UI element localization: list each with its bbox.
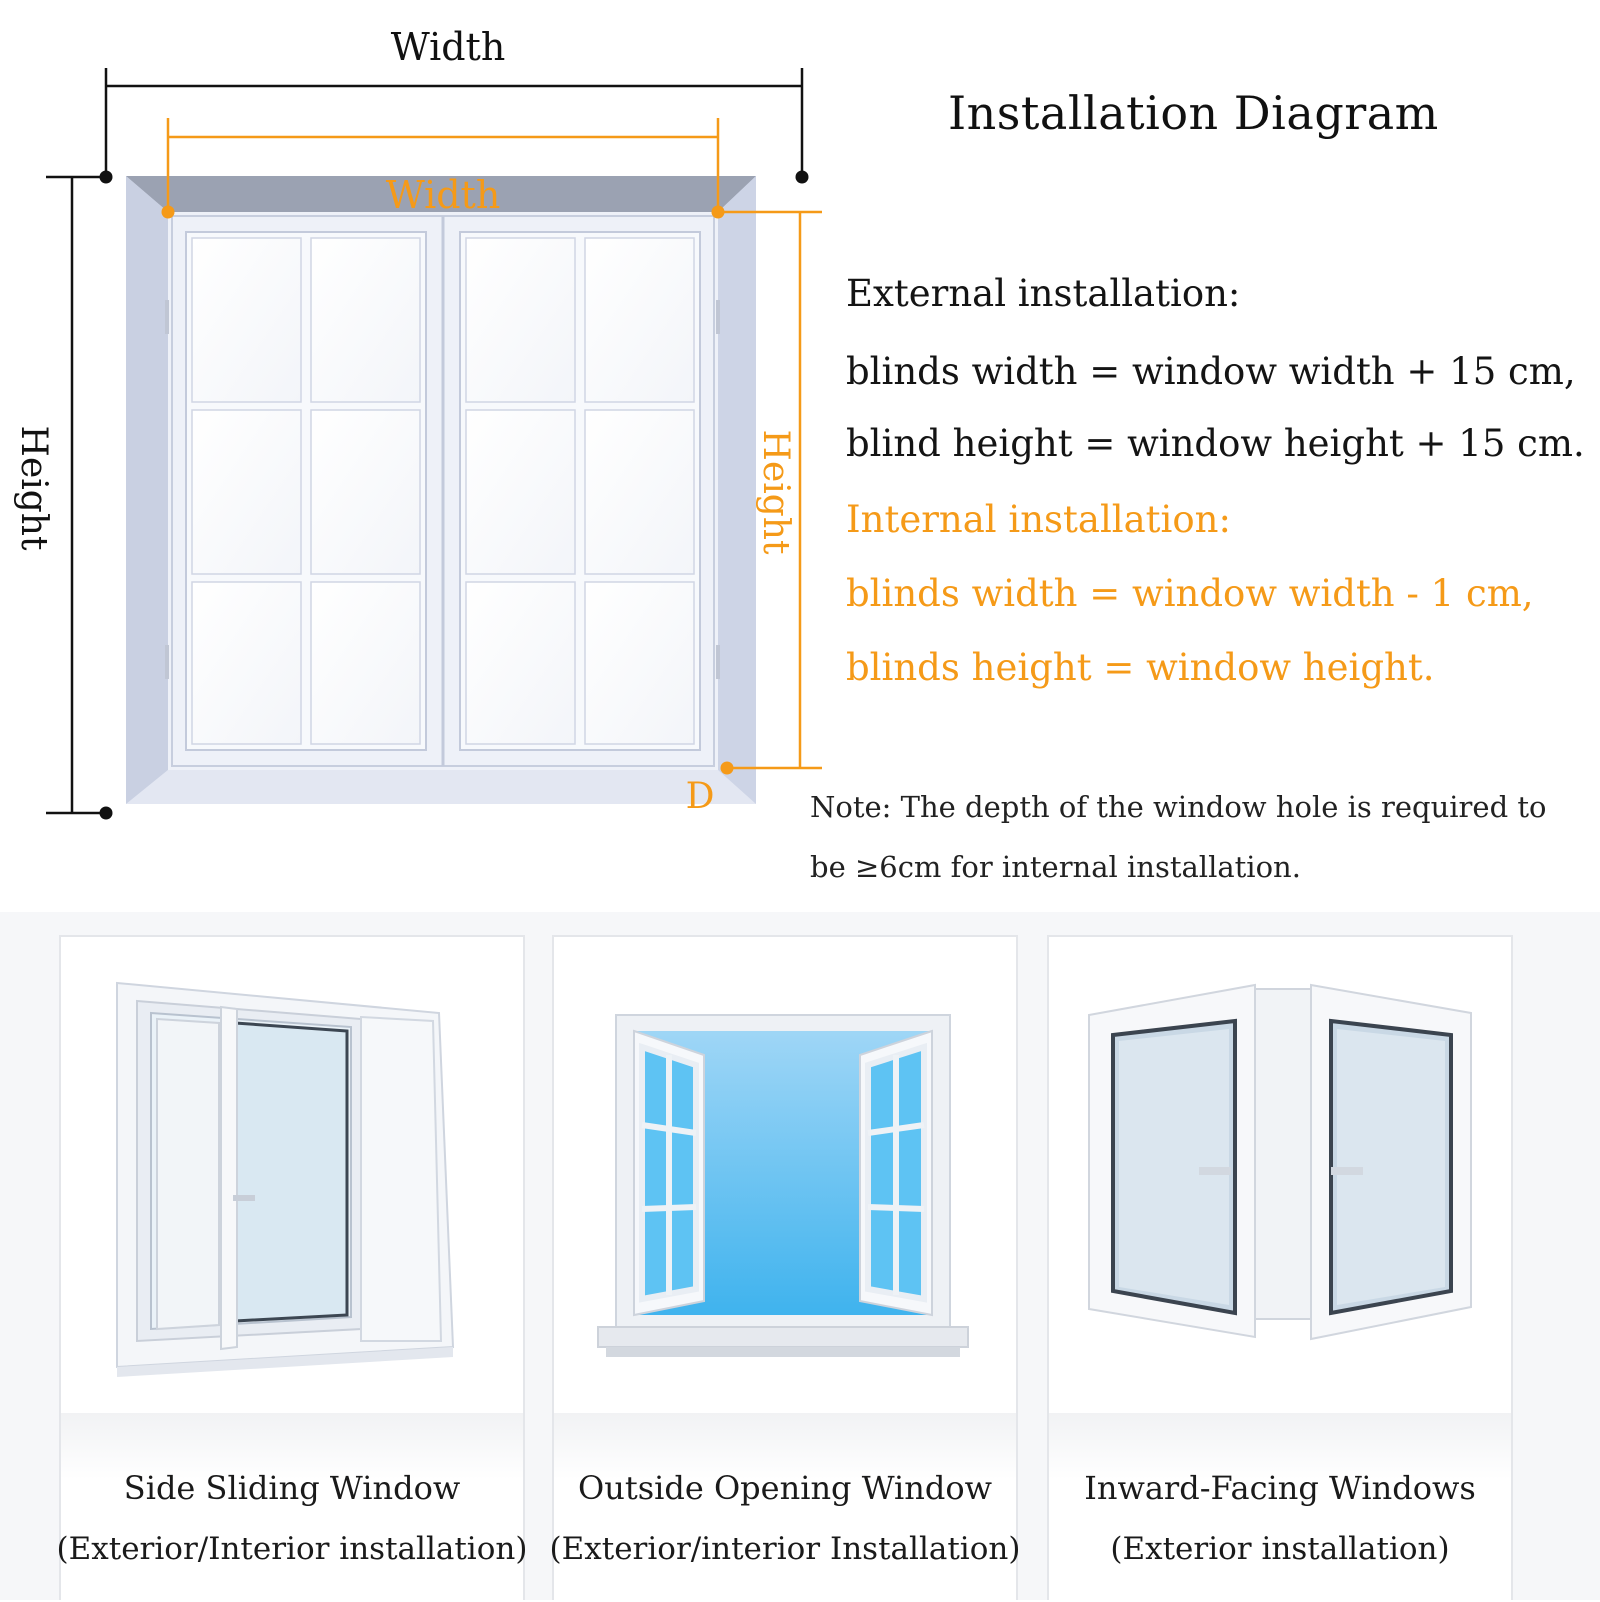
internal-width-label: Width	[386, 173, 501, 217]
internal-height-dimension	[718, 210, 822, 770]
external-width-right-dot	[795, 170, 809, 184]
window-type-card-sliding: Side Sliding Window (Exterior/Interior i…	[57, 935, 527, 1602]
internal-height-formula: blinds height = window height.	[846, 646, 1435, 689]
external-height-dimension	[46, 175, 106, 815]
window-type-title: Outside Opening Window	[577, 1469, 993, 1507]
internal-height-bottom-dot	[720, 761, 734, 775]
window-type-installation: (Exterior/Interior installation)	[56, 1531, 528, 1567]
external-height-bottom-dot	[99, 806, 113, 820]
external-height-formula: blind height = window height + 15 cm.	[846, 422, 1585, 465]
internal-width-formula: blinds width = window width - 1 cm,	[846, 572, 1534, 615]
external-width-label: Width	[391, 25, 506, 69]
window-sash	[165, 212, 720, 770]
window-type-installation: (Exterior/interior Installation)	[549, 1531, 1021, 1567]
internal-height-label: Height	[755, 430, 796, 555]
installation-diagram: Width Height Width Height D	[13, 25, 822, 820]
depth-label: D	[686, 776, 715, 817]
internal-width-dimension	[166, 118, 720, 212]
window-type-card-outside-opening: Outside Opening Window (Exterior/interio…	[550, 935, 1020, 1602]
window-type-title: Side Sliding Window	[123, 1469, 461, 1507]
window-type-card-inward-facing: Inward-Facing Windows (Exterior installa…	[1047, 935, 1513, 1602]
inward-casement-window-icon	[1088, 983, 1472, 1341]
caption-area	[61, 1413, 523, 1602]
diagram-title: Installation Diagram	[948, 86, 1439, 140]
depth-note-line-1: Note: The depth of the window hole is re…	[810, 790, 1547, 824]
outward-casement-window-icon	[597, 1014, 969, 1357]
external-width-formula: blinds width = window width + 15 cm,	[846, 350, 1576, 393]
internal-width-left-dot	[161, 205, 175, 219]
external-installation-heading: External installation:	[846, 272, 1241, 315]
internal-installation-heading: Internal installation:	[846, 498, 1231, 541]
caption-area	[1049, 1413, 1511, 1602]
depth-note-line-2: be ≥6cm for internal installation.	[810, 850, 1301, 884]
window-type-installation: (Exterior installation)	[1110, 1531, 1450, 1567]
window-type-title: Inward-Facing Windows	[1084, 1469, 1476, 1507]
external-height-label: Height	[13, 426, 54, 551]
sliding-window-icon	[116, 981, 455, 1377]
caption-area	[554, 1413, 1016, 1602]
external-width-dimension	[104, 68, 804, 176]
